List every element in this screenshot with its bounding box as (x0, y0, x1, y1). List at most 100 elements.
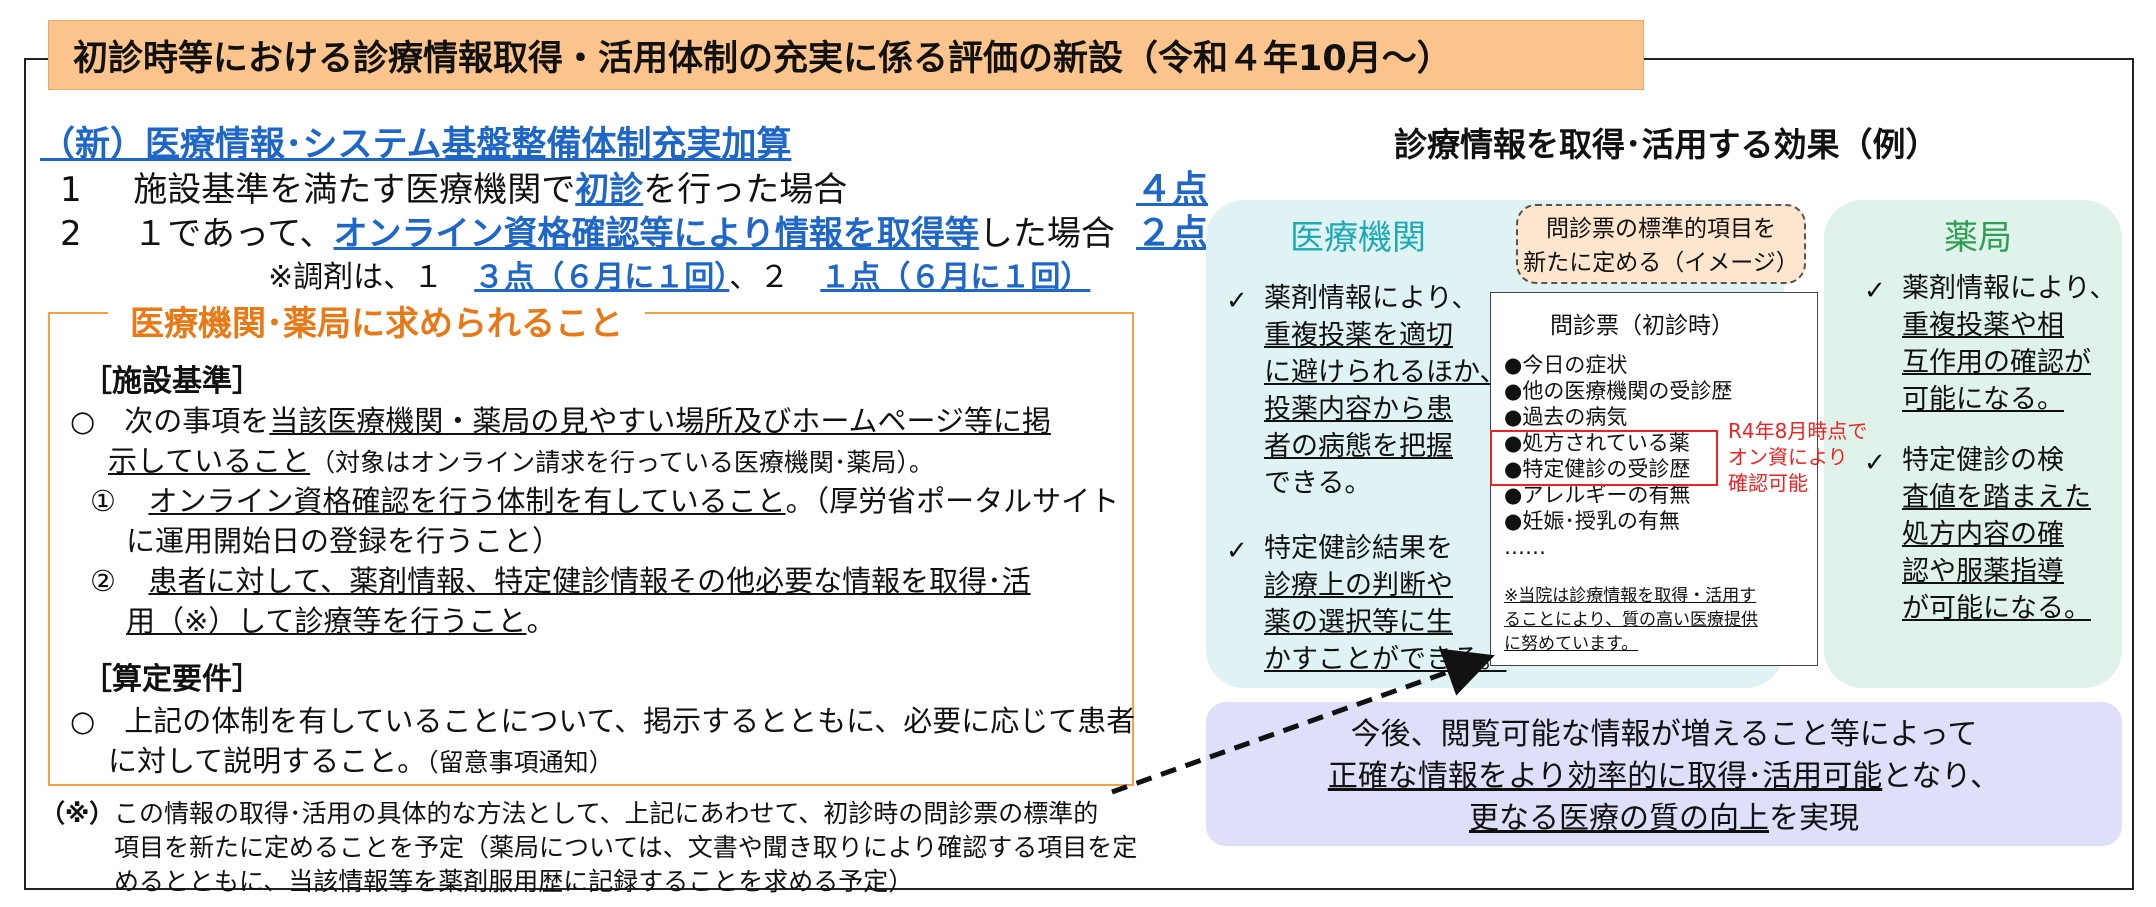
dispensing-mid: 、２ (729, 260, 790, 295)
facility-1a-underlined: 当該医療機関・薬局の見やすい場所及びホームページ等に掲 (269, 404, 1051, 438)
facility-line-1b: 示していること（対象はオンライン請求を行っている医療機関･薬局）。 (108, 438, 934, 480)
item-2-line-b: 用（※）して診療等を行うこと。 (126, 598, 555, 640)
check-icon: ✓ (1864, 276, 1886, 306)
pharmacy-2-line: 認や服薬指導 (1902, 556, 2064, 587)
highlight-box (1490, 430, 1718, 486)
questionnaire-tag-line: 新たに定める（イメージ） (1523, 250, 1799, 276)
summary-line-2-underlined: 正確な情報をより効率的に取得･活用可能 (1327, 759, 1883, 794)
pharmacy-2-line: が可能になる。 (1902, 593, 2091, 624)
pharmacy-title: 薬局 (1944, 218, 2012, 258)
medical-1-line: 者の病態を把握 (1264, 431, 1453, 462)
check-icon: ✓ (1226, 536, 1248, 566)
availability-note-line: オン資により (1728, 445, 1848, 469)
medical-1-line: できる。 (1264, 468, 1372, 499)
dispensing-pre: ※調剤は、１ (268, 260, 444, 295)
line-2-emph: オンライン資格確認等により情報を取得等 (333, 214, 979, 254)
pharmacy-1-line: 可能になる。 (1902, 384, 2064, 415)
item-2-number: ② (90, 564, 116, 598)
item-1-underlined: オンライン資格確認を行う体制を有していること (148, 484, 786, 518)
item-2b-underlined: 用（※）して診療等を行うこと (126, 604, 527, 638)
questionnaire-sheet (1490, 292, 1818, 666)
availability-note-line: 確認可能 (1728, 471, 1808, 495)
availability-note: R4年8月時点で オン資により 確認可能 (1728, 418, 1867, 496)
addition-line-1: 1 施設基準を満たす医療機関で初診を行った場合 (60, 162, 847, 211)
dispensing-points-2: １点（６月に１回） (820, 260, 1091, 295)
questionnaire-note-line: ることにより、質の高い医療提供 (1504, 610, 1758, 630)
medical-institution-title: 医療機関 (1290, 218, 1426, 258)
questionnaire-item: ●今日の症状 (1504, 353, 1628, 377)
facility-1a-pre: ○ 次の事項を (70, 404, 270, 438)
line-2-pre: １であって、 (133, 214, 334, 254)
pharmacy-effect-2: 特定健診の検 査値を踏まえた 処方内容の確 認や服薬指導 が可能になる。 (1902, 442, 2091, 627)
line-2-number: 2 (60, 214, 82, 254)
calc-b-note: （留意事項通知） (426, 748, 614, 777)
medical-1-line: 薬剤情報により、 (1264, 283, 1479, 314)
pharmacy-1-line: 重複投薬や相 (1902, 310, 2064, 341)
line-1-pre: 施設基準を満たす医療機関で (133, 170, 576, 210)
pharmacy-panel (1824, 200, 2122, 688)
requirements-title: 医療機関･薬局に求められること (108, 296, 645, 345)
medical-2-line: 薬の選択等に生 (1264, 607, 1453, 638)
summary-box: 今後、閲覧可能な情報が増えること等によって 正確な情報をより効率的に取得･活用可… (1206, 702, 2122, 846)
questionnaire-dots: …… (1504, 535, 1546, 559)
questionnaire-note-line: に努めています。 (1504, 634, 1639, 654)
line-1-points: ４点 (1136, 169, 1209, 210)
medical-2-line: 特定健診結果を (1264, 533, 1453, 564)
item-1-line-b: に運用開始日の登録を行うこと） (126, 524, 562, 558)
summary-line-3-post: を実現 (1769, 801, 1859, 836)
addition-line-2: 2 １であって、オンライン資格確認等により情報を取得等した場合 (60, 206, 1115, 255)
summary-line-2-post: となり、 (1882, 759, 2001, 794)
questionnaire-title: 問診票（初診時） (1550, 313, 1734, 339)
questionnaire-tag-line: 問診票の標準的項目を (1546, 216, 1776, 242)
questionnaire-item: ●妊娠･授乳の有無 (1504, 509, 1680, 533)
medical-2-line: 診療上の判断や (1264, 570, 1453, 601)
item-2-underlined: 患者に対して、薬剤情報、特定健診情報その他必要な情報を取得･活 (148, 564, 1031, 598)
pharmacy-2-line: 処方内容の確 (1902, 519, 2064, 550)
summary-line-1: 今後、閲覧可能な情報が増えること等によって (1350, 717, 1978, 752)
medical-1-segment: に避けられるほか、 (1264, 357, 1507, 388)
addition-heading: （新）医療情報･システム基盤整備体制充実加算 (40, 125, 792, 165)
line-2-post: した場合 (978, 214, 1115, 254)
pharmacy-2-line: 特定健診の検 (1902, 445, 2064, 476)
questionnaire-item: ●過去の病気 (1504, 405, 1628, 429)
check-icon: ✓ (1864, 448, 1886, 478)
summary-line-3: 更なる医療の質の向上を実現 (1206, 798, 2122, 840)
medical-1-line: 重複投薬を適切 (1264, 320, 1453, 351)
availability-note-line: R4年8月時点で (1728, 419, 1868, 443)
facility-1b-underlined: 示していること (108, 444, 311, 478)
calc-line-b: に対して説明すること。（留意事項通知） (108, 738, 614, 780)
item-1-line-a: ① オンライン資格確認を行う体制を有していること。（厚労省ポータルサイト (90, 478, 1119, 520)
calc-line-a: ○ 上記の体制を有していることについて、掲示するとともに、必要に応じて患者 (70, 704, 1136, 738)
questionnaire-tag: 問診票の標準的項目を 新たに定める（イメージ） (1516, 204, 1806, 284)
pharmacy-1-line: 互作用の確認が (1902, 347, 2091, 378)
line-1-emph: 初診 (575, 170, 644, 210)
dispensing-points-1: ３点（６月に１回） (474, 260, 730, 295)
footnote-mark: （※） (40, 799, 115, 828)
effects-title: 診療情報を取得･活用する効果（例） (1394, 125, 1939, 164)
pharmacy-1-line: 薬剤情報により、 (1902, 273, 2117, 304)
questionnaire-item: ●他の医療機関の受診歴 (1504, 379, 1733, 403)
questionnaire-note-line: ※当院は診療情報を取得・活用す (1504, 586, 1757, 606)
line-1-number: 1 (60, 170, 82, 210)
item-1-post: 。（厚労省ポータルサイト (785, 484, 1120, 518)
calc-heading: ［算定要件］ (82, 662, 262, 697)
footnote-line-3: めるとともに、当該情報等を薬剤服用歴に記録することを求める予定） (114, 867, 914, 896)
facility-heading: ［施設基準］ (82, 364, 262, 399)
dispensing-note: ※調剤は、１ ３点（６月に１回）、２ １点（６月に１回） (268, 252, 1090, 296)
medical-1-line: に避けられるほか、 (1264, 354, 1506, 391)
facility-line-1a: ○ 次の事項を当該医療機関・薬局の見やすい場所及びホームページ等に掲 (70, 398, 1051, 440)
questionnaire-item: ●アレルギーの有無 (1504, 483, 1691, 507)
item-2-line-a: ② 患者に対して、薬剤情報、特定健診情報その他必要な情報を取得･活 (90, 558, 1031, 600)
facility-1b-post: （対象はオンライン請求を行っている医療機関･薬局）。 (310, 448, 934, 477)
calc-b-main: に対して説明すること。 (108, 744, 427, 778)
questionnaire-item: ●特定健診の受診歴 (1504, 457, 1691, 481)
footnote-line-1: この情報の取得･活用の具体的な方法として、上記にあわせて、初診時の問診票の標準的 (114, 799, 1099, 828)
summary-line-2: 正確な情報をより効率的に取得･活用可能となり、 (1206, 756, 2122, 798)
medical-effect-1: 薬剤情報により、 重複投薬を適切 に避けられるほか、 投薬内容から患 者の病態を… (1264, 280, 1506, 502)
check-icon: ✓ (1226, 286, 1248, 316)
questionnaire-items: ●今日の症状 ●他の医療機関の受診歴 ●過去の病気 ●処方されている薬 ●特定健… (1504, 352, 1732, 560)
line-2-points: ２点 (1136, 213, 1209, 254)
medical-1-line: 投薬内容から患 (1264, 394, 1453, 425)
footnote-line-2: 項目を新たに定めることを予定（薬局については、文書や聞き取りにより確認する項目を… (114, 833, 1138, 862)
pharmacy-effect-1: 薬剤情報により、 重複投薬や相 互作用の確認が 可能になる。 (1902, 270, 2116, 418)
